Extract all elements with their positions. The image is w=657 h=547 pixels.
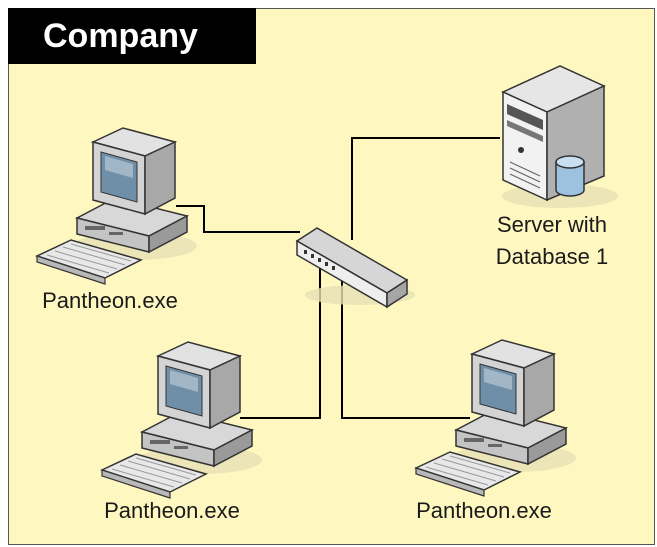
database-server-icon xyxy=(501,65,618,208)
connections xyxy=(176,137,500,419)
link-topleft-switch xyxy=(176,205,300,233)
link-server-switch xyxy=(351,137,500,240)
link-bottomleft-switch xyxy=(240,268,321,419)
workstation-label-bottom-left: Pantheon.exe xyxy=(104,498,240,523)
server-label-line2: Database 1 xyxy=(495,244,609,269)
network-switch-icon xyxy=(295,227,415,309)
link-bottomright-switch xyxy=(341,280,470,419)
workstation-label-bottom-right: Pantheon.exe xyxy=(416,498,552,523)
workstation-label-top-left: Pantheon.exe xyxy=(42,288,178,313)
company-title: Company xyxy=(8,8,256,64)
desktop-computer-icon-top-left xyxy=(36,127,198,285)
server-label-line1: Server with xyxy=(496,212,608,237)
desktop-computer-icon-bottom-left xyxy=(101,341,263,499)
